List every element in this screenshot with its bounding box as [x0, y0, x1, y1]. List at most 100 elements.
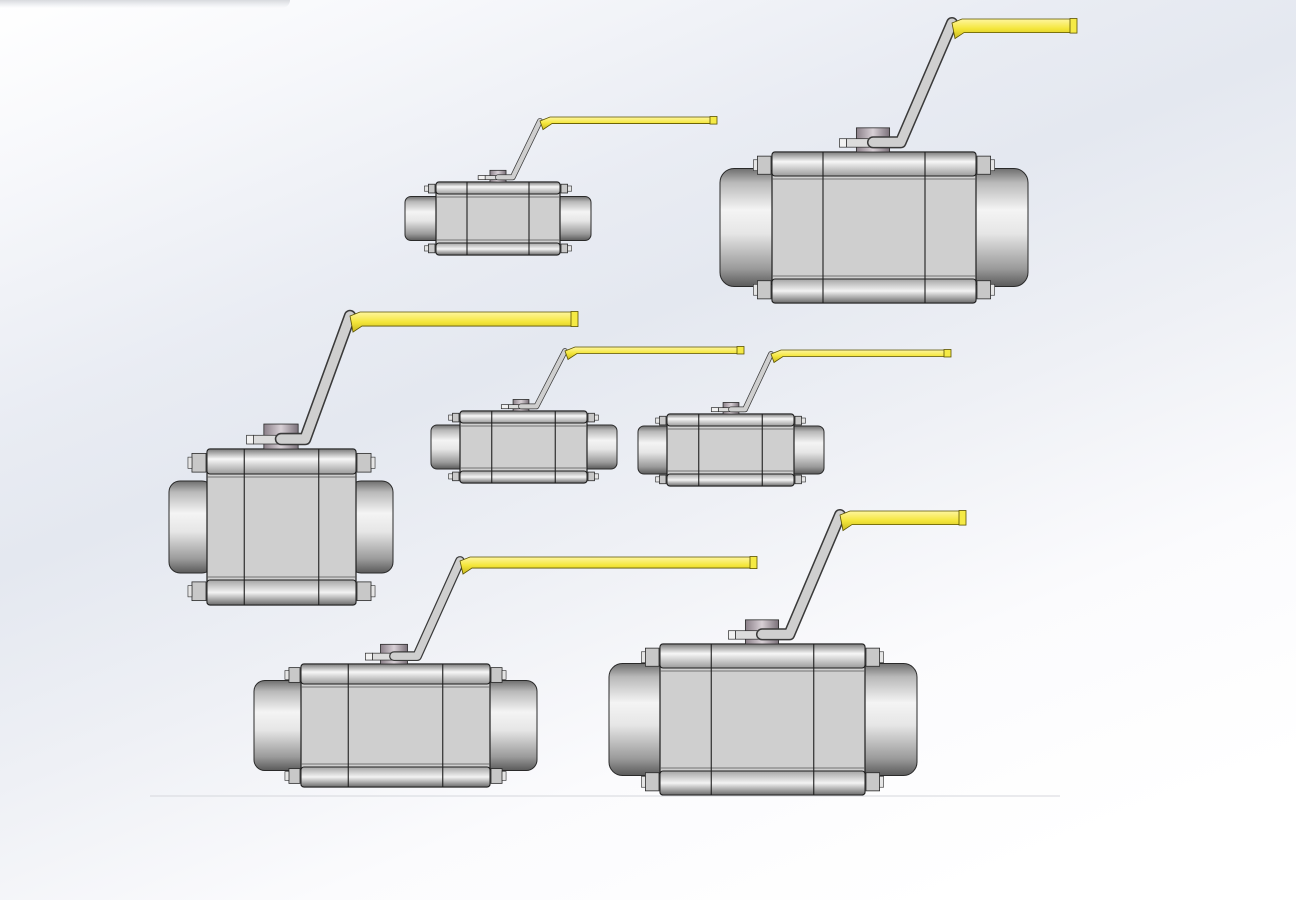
lever-arm	[495, 118, 543, 180]
bolt-nut-top-left	[191, 452, 207, 473]
bolt-nut-bottom-left	[645, 772, 660, 792]
bottom-bolt-band	[300, 766, 491, 788]
bottom-bolt-band	[659, 770, 866, 796]
bolt-tip	[567, 245, 572, 252]
bolt-nut-bottom-right	[356, 581, 372, 602]
valve-6	[253, 556, 758, 788]
top-bolt-band	[666, 413, 795, 427]
bottom-bolt-band	[459, 470, 588, 484]
top-bolt-band	[206, 448, 357, 475]
bolt-tip	[370, 585, 376, 598]
lever-tip	[728, 630, 736, 640]
top-bolt-band	[300, 663, 491, 685]
bolt-tip	[655, 417, 660, 424]
bolt-tip	[641, 776, 646, 788]
bolt-tip	[990, 284, 995, 296]
top-bolt-band	[659, 643, 866, 669]
bolt-nut-bottom-right	[490, 768, 503, 784]
bolt-nut-top-left	[428, 183, 436, 194]
bolt-tip	[501, 771, 507, 781]
handle-grip	[770, 349, 951, 364]
valve-1	[404, 116, 718, 256]
bolt-nut-bottom-right	[587, 471, 595, 482]
bolt-nut-top-right	[560, 183, 568, 194]
bolt-tip	[753, 284, 758, 296]
lever-arm	[728, 351, 774, 412]
handle-grip	[349, 311, 578, 333]
bolt-tip	[990, 159, 995, 171]
top-bolt-band	[459, 410, 588, 424]
left-pipe-end	[719, 168, 779, 287]
valve-7	[608, 508, 967, 796]
left-pipe-end	[253, 680, 308, 771]
toolbar-shadow	[0, 0, 290, 8]
right-pipe-end	[858, 663, 918, 776]
valve-5	[637, 349, 952, 487]
handle-end-cap	[1069, 18, 1078, 34]
bolt-nut-bottom-right	[865, 772, 880, 792]
bolt-tip	[567, 185, 572, 192]
top-bolt-band	[771, 151, 977, 177]
handle-grip	[539, 116, 717, 131]
bolt-nut-bottom-left	[288, 768, 301, 784]
handle-end-cap	[958, 510, 967, 526]
bolt-nut-bottom-left	[757, 280, 772, 300]
bolt-nut-top-left	[452, 412, 460, 423]
bolt-tip	[801, 476, 806, 483]
bolt-nut-top-left	[659, 415, 667, 426]
bolt-tip	[753, 159, 758, 171]
bolt-nut-top-right	[490, 667, 503, 683]
bolt-tip	[284, 670, 290, 680]
bolt-nut-bottom-left	[428, 243, 436, 254]
lever-tip	[839, 138, 847, 148]
bolt-nut-top-right	[587, 412, 595, 423]
bolt-nut-bottom-left	[452, 471, 460, 482]
handle-end-cap	[943, 349, 952, 358]
bolt-nut-top-left	[645, 647, 660, 667]
lever-tip	[500, 404, 509, 410]
bottom-bolt-band	[435, 242, 561, 256]
bottom-bolt-band	[771, 278, 977, 304]
lever-tip	[710, 407, 719, 413]
bottom-bolt-band	[206, 579, 357, 606]
bolt-nut-bottom-right	[560, 243, 568, 254]
bolt-nut-top-right	[794, 415, 802, 426]
handle-end-cap	[749, 556, 758, 569]
lever-arm	[276, 311, 355, 444]
bolt-tip	[879, 776, 884, 788]
bolt-tip	[448, 473, 453, 480]
lever-tip	[477, 175, 486, 181]
bolt-tip	[641, 651, 646, 663]
top-bolt-band	[435, 181, 561, 195]
lever-tip	[246, 434, 254, 445]
bolt-nut-top-right	[356, 452, 372, 473]
bolt-tip	[284, 771, 290, 781]
left-pipe-end	[608, 663, 667, 776]
lever-arm	[518, 348, 568, 409]
bolt-tip	[187, 585, 193, 598]
valve-3	[168, 309, 579, 606]
handle-end-cap	[570, 311, 579, 327]
bolt-tip	[594, 473, 599, 480]
lever-arm	[757, 510, 845, 639]
bolt-nut-top-right	[976, 155, 991, 175]
bolt-tip	[370, 456, 376, 469]
right-pipe-end	[969, 168, 1029, 287]
lever-arm	[868, 18, 957, 147]
bolt-nut-bottom-right	[794, 474, 802, 485]
bolt-nut-top-left	[288, 667, 301, 683]
handle-grip	[839, 510, 966, 532]
right-pipe-end	[483, 680, 538, 771]
handle-grip	[459, 556, 757, 575]
lever-arm	[390, 557, 464, 660]
bolt-tip	[424, 245, 429, 252]
handle-grip	[564, 346, 744, 361]
bolt-tip	[655, 476, 660, 483]
bolt-tip	[594, 414, 599, 421]
bolt-nut-top-right	[865, 647, 880, 667]
lever-tip	[365, 652, 373, 661]
bolt-tip	[501, 670, 507, 680]
valve-2	[719, 16, 1078, 304]
bottom-bolt-band	[666, 473, 795, 487]
